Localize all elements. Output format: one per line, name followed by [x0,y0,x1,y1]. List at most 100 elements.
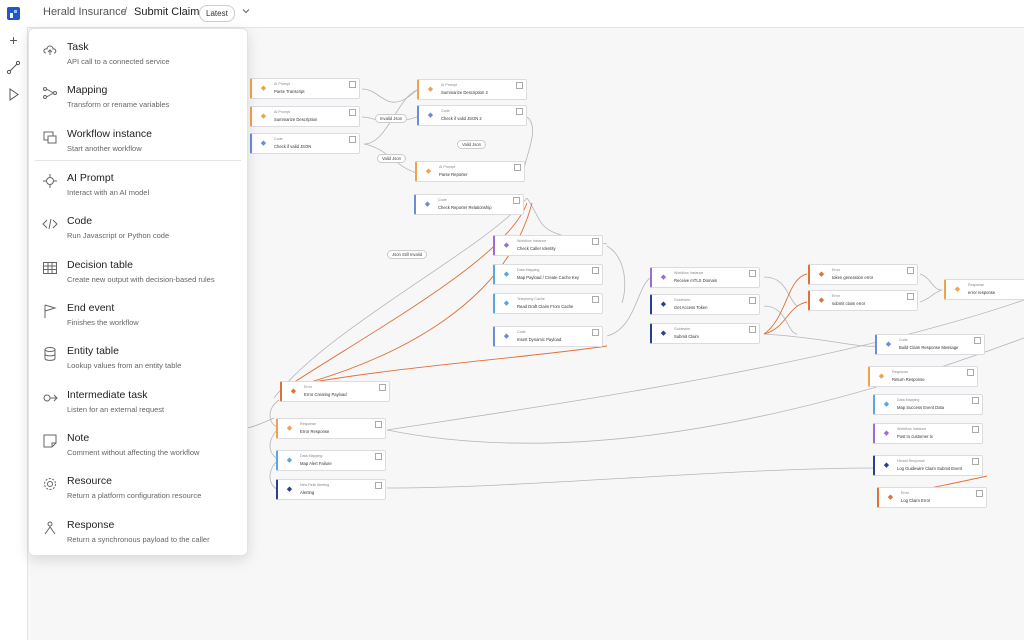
node-type-icon: ◆ [503,242,510,249]
database-icon [44,347,56,361]
node-type: AI Prompt [274,110,290,114]
open-external-icon[interactable] [349,136,356,143]
breadcrumb-company[interactable]: Herald Insurance [43,6,127,18]
menu-item-description: Listen for an external request [67,405,165,414]
node-type: Code [441,109,450,113]
logo-icon[interactable] [6,6,21,21]
menu-item-title: Workflow instance [67,128,153,140]
node-type: Data Mapping [897,398,920,402]
open-external-icon[interactable] [592,238,599,245]
open-external-icon[interactable] [976,490,983,497]
open-external-icon[interactable] [379,384,386,391]
open-external-icon[interactable] [513,197,520,204]
workflow-icon [43,131,57,144]
open-external-icon[interactable] [592,296,599,303]
node-name: Alerting [300,490,315,495]
node-name: Map Success Event Data [897,405,945,410]
node-type-icon: ◆ [427,112,434,119]
node-name: Post to customer tx [897,434,933,439]
open-external-icon[interactable] [375,453,382,460]
menu-item-description: API call to a connected service [67,57,170,66]
open-external-icon[interactable] [749,326,756,333]
open-external-icon[interactable] [972,426,979,433]
plus-icon[interactable]: + [9,32,18,48]
open-external-icon[interactable] [974,337,981,344]
open-external-icon[interactable] [907,293,914,300]
node-type: Response [968,283,985,287]
play-icon[interactable] [6,87,21,102]
open-external-icon[interactable] [749,297,756,304]
version-badge[interactable]: Latest [199,5,235,22]
open-external-icon[interactable] [375,421,382,428]
open-external-icon[interactable] [972,458,979,465]
open-external-icon[interactable] [516,82,523,89]
open-external-icon[interactable] [514,164,521,171]
open-external-icon[interactable] [592,267,599,274]
breadcrumb-page[interactable]: Submit Claim [134,6,200,18]
open-external-icon[interactable] [907,267,914,274]
flow-icon[interactable] [6,60,21,75]
node-name: Check if valid JSON 2 [441,116,482,121]
menu-item-description: Create new output with decision-based ru… [67,275,215,284]
menu-item-title: Intermediate task [67,389,148,401]
node-name: Parse Reporter [439,172,468,177]
open-external-icon[interactable] [972,397,979,404]
open-external-icon[interactable] [749,270,756,277]
open-external-icon[interactable] [516,108,523,115]
node-type: Error [901,491,909,495]
menu-item-title: End event [67,302,115,314]
open-external-icon[interactable] [349,81,356,88]
node-type: Guidewire [674,298,691,302]
node-name: Insert Dynamic Payload [517,337,562,342]
chevron-down-icon[interactable] [241,6,251,16]
table-icon [43,262,57,274]
open-external-icon[interactable] [592,329,599,336]
node-name: Summarize Description 2 [441,90,488,95]
ai-icon [43,174,57,188]
open-external-icon[interactable] [375,482,382,489]
open-external-icon[interactable] [349,109,356,116]
node-type: Workflow Instance [517,239,547,243]
open-external-icon[interactable] [967,369,974,376]
